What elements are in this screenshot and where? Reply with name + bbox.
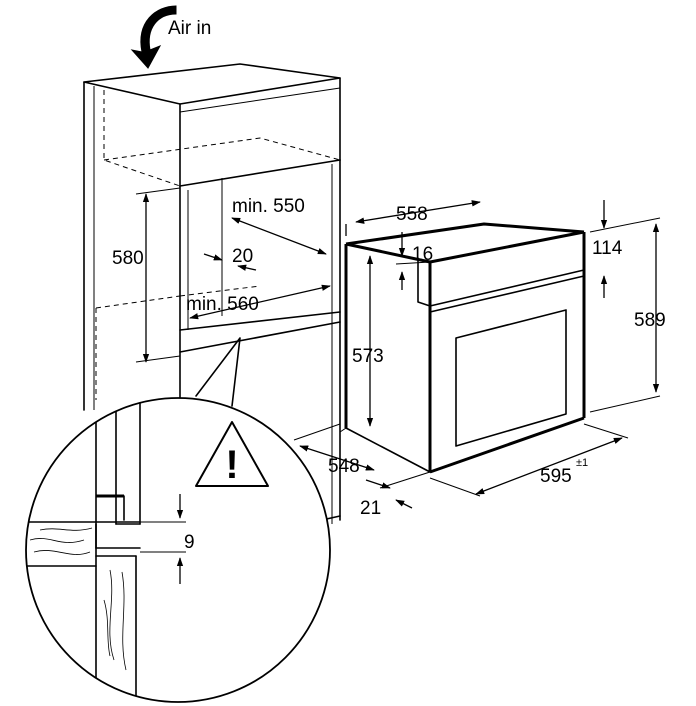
curved-arrow-down-icon <box>130 5 177 69</box>
width-tolerance-label: ±1 <box>576 457 588 469</box>
body-height-label: 573 <box>352 346 384 367</box>
panel-height-label: 114 <box>592 238 623 259</box>
oven-depth-label: 558 <box>396 204 428 225</box>
overall-height-label: 589 <box>634 310 666 331</box>
detail-callout-leader <box>195 337 241 407</box>
rear-gap-label: 20 <box>232 246 253 267</box>
warning-symbol: ! <box>225 443 238 487</box>
width-label: 595 <box>540 466 572 487</box>
detail-circle <box>25 397 331 703</box>
niche-height-label: 580 <box>112 248 144 269</box>
oven-dimensions <box>293 200 661 509</box>
warning-triangle-icon <box>195 421 269 487</box>
niche-dimensions <box>135 187 331 363</box>
oven <box>344 222 586 474</box>
niche-width-label: min. 560 <box>186 294 259 315</box>
niche-depth-label: min. 550 <box>232 196 305 217</box>
door-thickness-label: 21 <box>360 498 381 519</box>
air-in-label: Air in <box>168 18 211 39</box>
depth-with-door-label: 548 <box>328 456 360 477</box>
shelf-gap-label: 9 <box>184 532 195 553</box>
top-offset-label: 16 <box>412 244 433 265</box>
